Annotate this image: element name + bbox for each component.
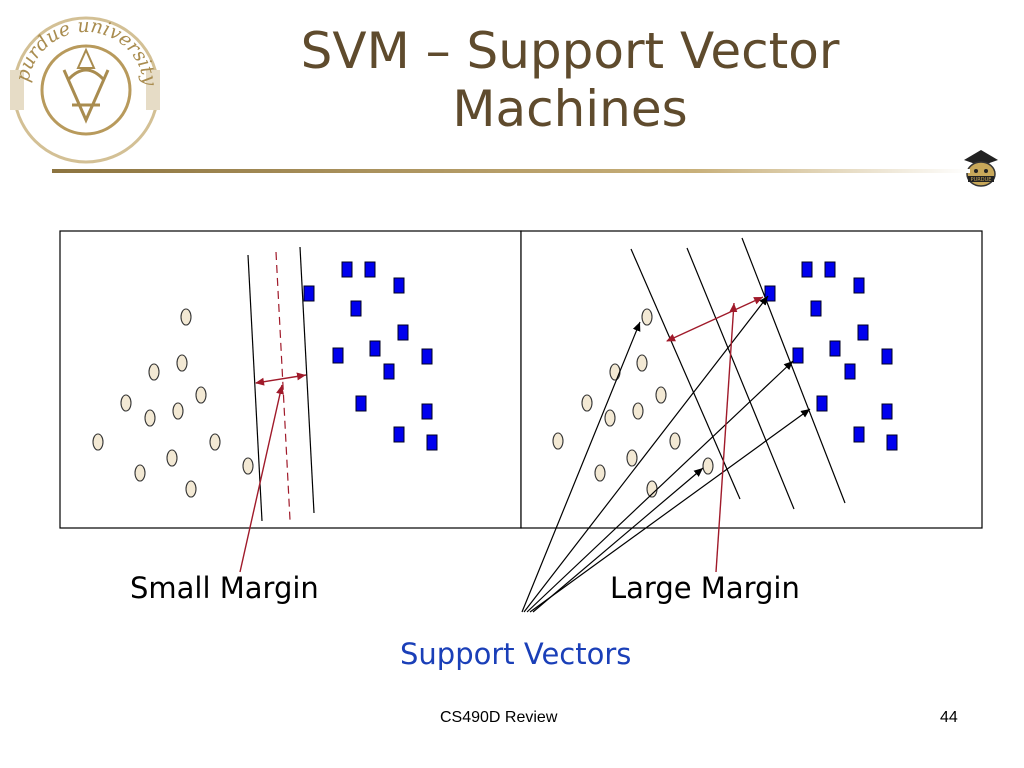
- square-point: [393, 277, 405, 294]
- square-point: [397, 324, 409, 341]
- circle-point: [581, 394, 593, 412]
- circle-point: [655, 386, 667, 404]
- large-margin-label: Large Margin: [610, 571, 800, 605]
- square-point: [421, 348, 433, 365]
- sv-arrow: [521, 321, 641, 613]
- circle-point: [609, 363, 621, 381]
- circle-point: [166, 449, 178, 467]
- small-margin-arrow: [255, 372, 307, 386]
- circle-point: [632, 402, 644, 420]
- large-margin-panel: [520, 230, 983, 529]
- circle-point: [148, 363, 160, 381]
- circle-point: [172, 402, 184, 420]
- slide-title-line-2: Machines: [452, 80, 688, 138]
- circle-point: [134, 464, 146, 482]
- circle-point: [176, 354, 188, 372]
- circle-point: [195, 386, 207, 404]
- sv-arrow: [532, 467, 704, 613]
- circle-point: [641, 308, 653, 326]
- circle-point: [92, 433, 104, 451]
- square-point: [853, 426, 865, 443]
- right-circle-class: [552, 308, 714, 498]
- circle-point: [626, 449, 638, 467]
- square-point: [303, 285, 315, 302]
- circle-point: [209, 433, 221, 451]
- circle-point: [594, 464, 606, 482]
- right-decision-boundary: [686, 247, 795, 510]
- circle-point: [636, 354, 648, 372]
- square-point: [886, 434, 898, 451]
- square-point: [764, 285, 776, 302]
- small-margin-pointer: [239, 384, 284, 573]
- circle-point: [669, 432, 681, 450]
- circle-point: [185, 480, 197, 498]
- square-point: [393, 426, 405, 443]
- sv-arrow: [526, 360, 794, 613]
- square-point: [853, 277, 865, 294]
- purdue-mascot-icon: PURDUE: [964, 150, 998, 187]
- square-point: [355, 395, 367, 412]
- square-point: [881, 348, 893, 365]
- university-seal-logo: purdue university: [10, 15, 161, 164]
- small-margin-panel: [59, 230, 522, 529]
- circle-point: [552, 432, 564, 450]
- left-margin-line-1: [247, 254, 263, 522]
- square-point: [792, 347, 804, 364]
- circle-point: [242, 457, 254, 475]
- square-point: [881, 403, 893, 420]
- large-margin-pointer: [715, 302, 738, 573]
- square-point: [341, 261, 353, 278]
- square-point: [810, 300, 822, 317]
- slide-footer-text: CS490D Review: [440, 709, 558, 726]
- square-point: [816, 395, 828, 412]
- sv-arrow: [529, 408, 811, 613]
- square-point: [829, 340, 841, 357]
- circle-point: [120, 394, 132, 412]
- square-point: [421, 403, 433, 420]
- square-point: [332, 347, 344, 364]
- square-point: [383, 363, 395, 380]
- circle-point: [180, 308, 192, 326]
- right-square-class: [764, 261, 898, 451]
- large-margin-arrow: [666, 296, 764, 342]
- left-square-class: [303, 261, 438, 451]
- square-point: [369, 340, 381, 357]
- square-point: [364, 261, 376, 278]
- slide-title: SVM – Support Vector Machines: [200, 22, 940, 138]
- square-point: [844, 363, 856, 380]
- left-margin-line-2: [299, 246, 315, 514]
- square-point: [857, 324, 869, 341]
- circle-point: [604, 409, 616, 427]
- square-point: [350, 300, 362, 317]
- square-point: [824, 261, 836, 278]
- support-vectors-label: Support Vectors: [400, 637, 632, 671]
- circle-point: [144, 409, 156, 427]
- slide-title-line-1: SVM – Support Vector: [300, 22, 840, 80]
- small-margin-label: Small Margin: [130, 571, 319, 605]
- circle-point: [702, 457, 714, 475]
- right-margin-line-2: [741, 237, 846, 504]
- sv-arrow: [523, 295, 769, 613]
- mascot-text: PURDUE: [971, 177, 992, 183]
- slide-page-number: 44: [940, 709, 958, 726]
- left-circle-class: [92, 308, 254, 498]
- support-vector-arrows: [521, 295, 811, 613]
- square-point: [426, 434, 438, 451]
- title-divider-rule: [52, 169, 970, 173]
- right-margin-line-1: [630, 248, 741, 500]
- square-point: [801, 261, 813, 278]
